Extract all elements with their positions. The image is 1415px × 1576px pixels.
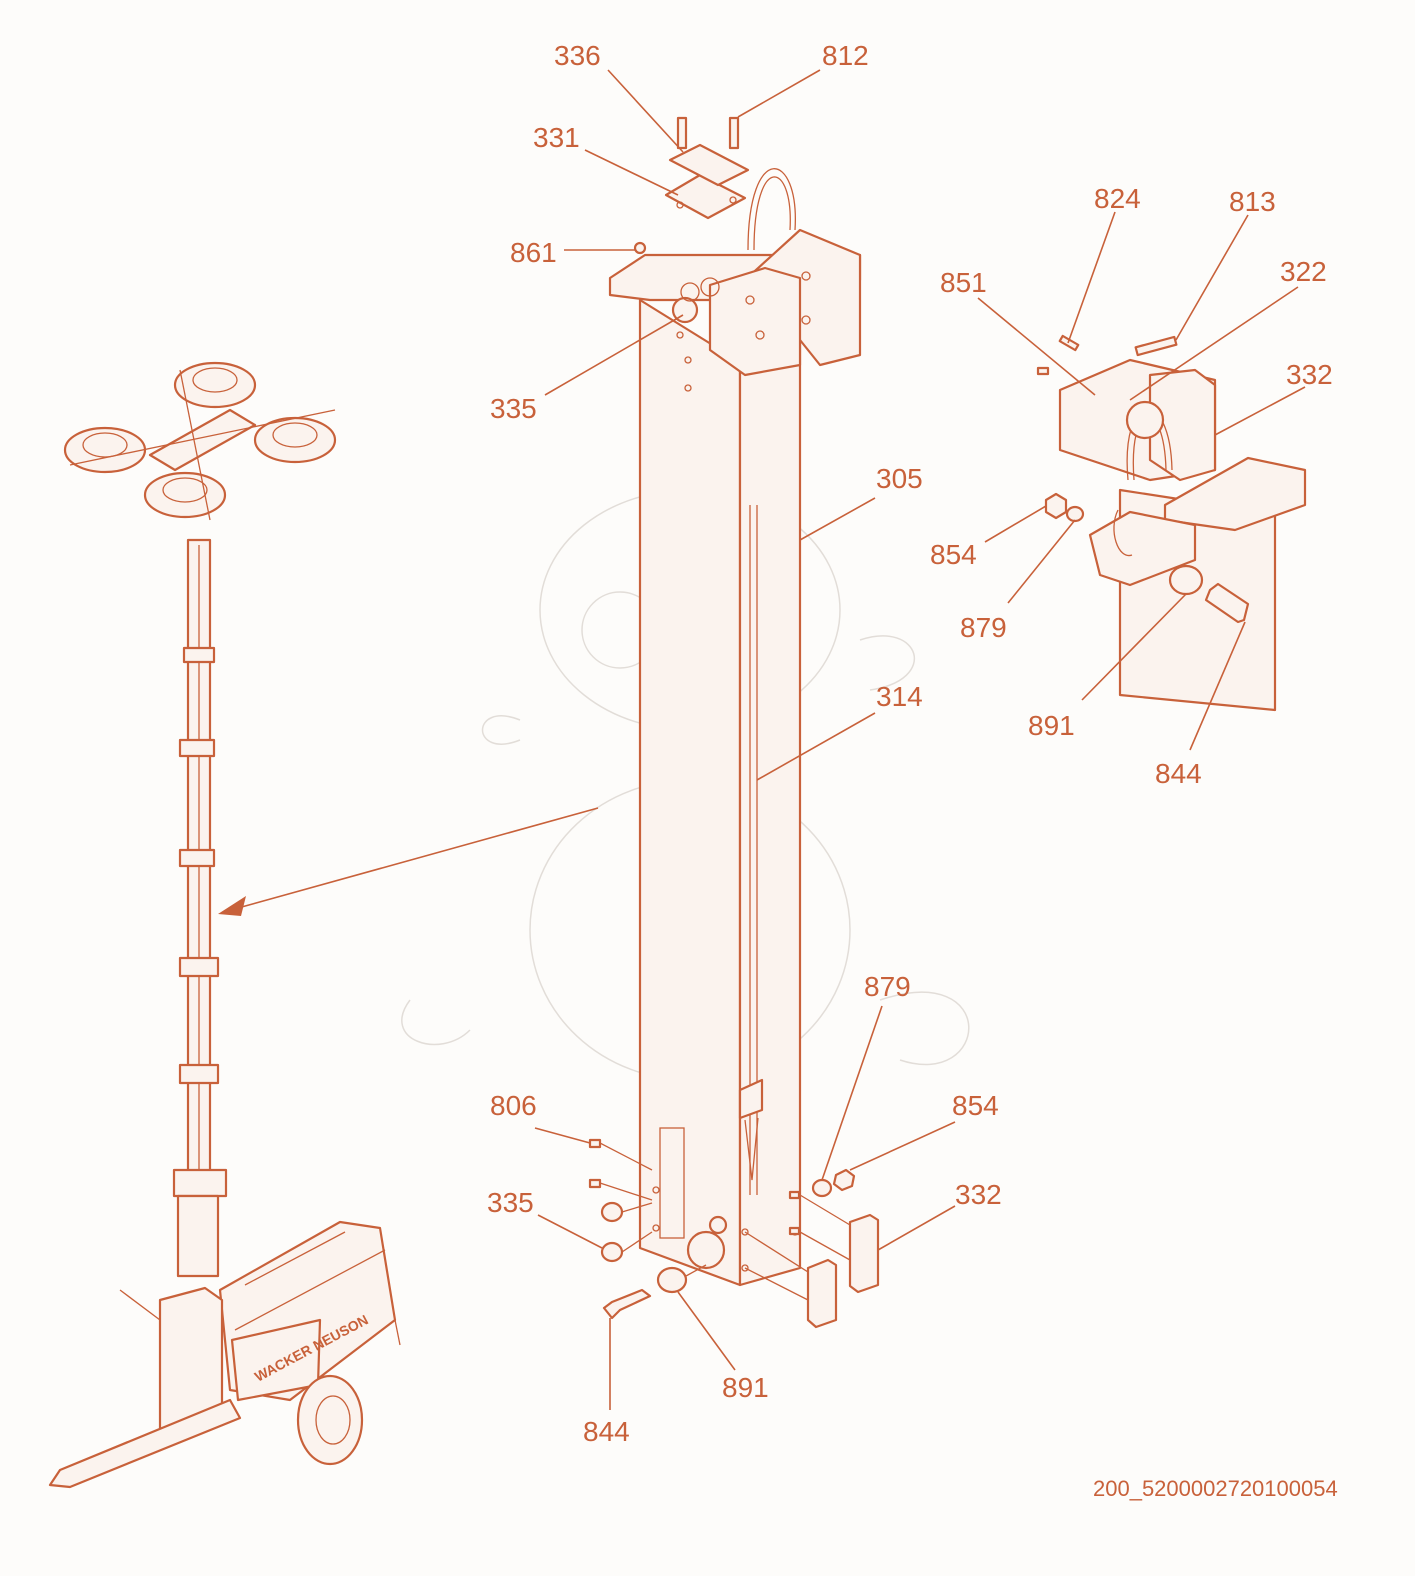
leader-lines xyxy=(534,69,1306,1410)
callout-332-bottom: 332 xyxy=(955,1179,1002,1210)
callout-854-bottom: 854 xyxy=(952,1090,999,1121)
winch-detail-view xyxy=(1036,334,1307,712)
callout-851: 851 xyxy=(940,267,987,298)
light-tower-overview: WACKER NEUSON xyxy=(48,361,401,1489)
callout-861: 861 xyxy=(510,237,557,268)
callout-844-bottom: 844 xyxy=(583,1416,630,1447)
callout-335-bottom: 335 xyxy=(487,1187,534,1218)
callout-891-bottom: 891 xyxy=(722,1372,769,1403)
callout-824: 824 xyxy=(1094,183,1141,214)
callout-813: 813 xyxy=(1229,186,1276,217)
callout-labels: 336 812 331 861 335 305 314 824 813 851 … xyxy=(487,40,1338,1501)
drawing-reference-code: 200_5200002720100054 xyxy=(1093,1476,1338,1501)
mast-section xyxy=(588,116,880,1329)
detail-pointer-arrow xyxy=(237,807,599,909)
arrow-head xyxy=(218,896,246,916)
callout-844-detail: 844 xyxy=(1155,758,1202,789)
callout-331: 331 xyxy=(533,122,580,153)
callout-305: 305 xyxy=(876,463,923,494)
callout-335-top: 335 xyxy=(490,393,537,424)
callout-891-detail: 891 xyxy=(1028,710,1075,741)
callout-314: 314 xyxy=(876,681,923,712)
callout-879-bottom: 879 xyxy=(864,971,911,1002)
callout-812: 812 xyxy=(822,40,869,71)
callout-336: 336 xyxy=(554,40,601,71)
callout-322: 322 xyxy=(1280,256,1327,287)
callout-854-detail: 854 xyxy=(930,539,977,570)
callout-806: 806 xyxy=(490,1090,537,1121)
callout-879-detail: 879 xyxy=(960,612,1007,643)
callout-332-detail: 332 xyxy=(1286,359,1333,390)
